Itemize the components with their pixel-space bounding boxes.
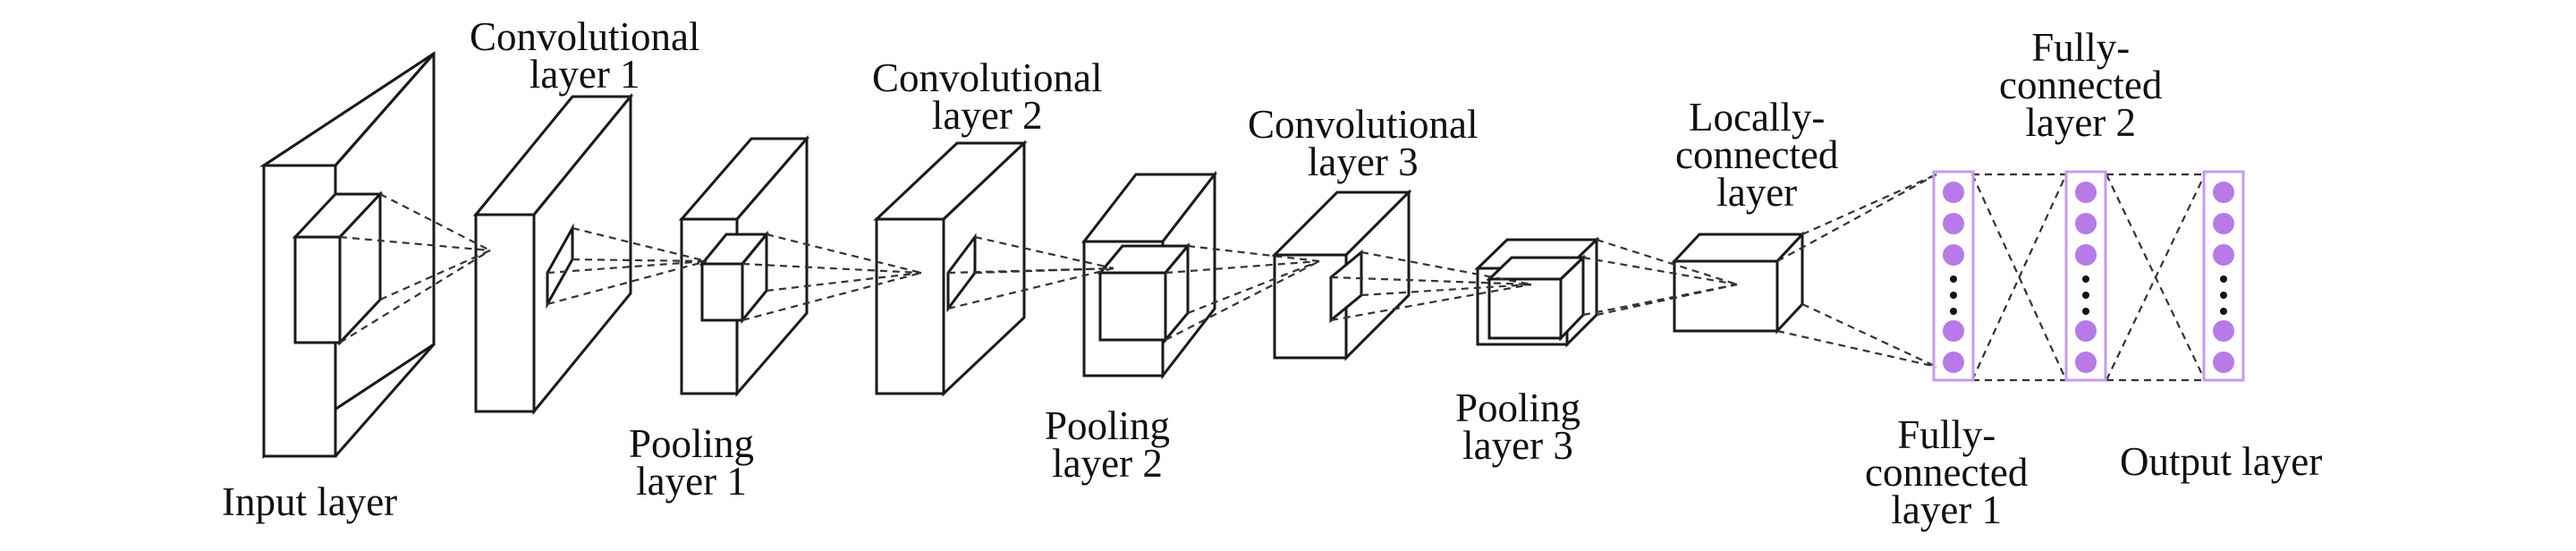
label-line: layer 3 (1307, 140, 1419, 184)
label-conv3: Convolutional layer 3 (1248, 102, 1479, 184)
label-line: Output layer (2120, 439, 2323, 484)
fc1-node (1943, 244, 1964, 266)
fc2-node (2075, 320, 2097, 342)
label-fc2: Fully- connected layer 2 (1999, 25, 2163, 145)
label-line: layer 3 (1462, 423, 1573, 468)
ellipsis-dot (1950, 292, 1957, 299)
output-node (2213, 244, 2234, 266)
label-pool3: Pooling layer 3 (1455, 386, 1581, 468)
label-line: layer 2 (1052, 441, 1163, 486)
output-node (2213, 352, 2234, 373)
label-locally-connected: Locally- connected layer (1675, 95, 1839, 215)
fc1-node (1943, 352, 1964, 373)
conv3-block (1271, 189, 1412, 361)
label-fc1: Fully- connected layer 1 (1865, 412, 2029, 532)
ellipsis-dot (2220, 292, 2227, 299)
label-line: layer 2 (2025, 100, 2137, 145)
label-line: Pooling (1045, 403, 1171, 448)
ellipsis-dot (2220, 276, 2227, 283)
label-line: layer 1 (1891, 487, 2003, 532)
label-line: Convolutional (1248, 102, 1479, 147)
label-line: layer 1 (529, 52, 640, 97)
conv2-block (873, 140, 1028, 397)
fc1-node (1943, 320, 1964, 342)
dashed-connections (339, 173, 2206, 382)
ellipsis-dot (1950, 308, 1957, 315)
output-node (2213, 320, 2234, 342)
output-node-column (2202, 170, 2245, 382)
label-line: Input layer (222, 479, 398, 524)
label-line: connected (1865, 450, 2029, 495)
label-line: layer 1 (636, 459, 747, 504)
fc2-node-column (2064, 170, 2107, 382)
ellipsis-dot (2082, 292, 2089, 299)
fc1-node-column (1932, 170, 1975, 382)
fc2-node (2075, 352, 2097, 373)
label-line: layer 2 (931, 93, 1043, 138)
label-pool2: Pooling layer 2 (1045, 403, 1171, 486)
fc2-node (2075, 213, 2097, 234)
fc2-node (2075, 182, 2097, 203)
label-conv1: Convolutional layer 1 (470, 14, 700, 97)
ellipsis-dot (2082, 308, 2089, 315)
label-input-layer: Input layer (222, 479, 398, 524)
label-conv2: Convolutional layer 2 (872, 55, 1103, 138)
pool3-block (1474, 236, 1600, 348)
label-line: Fully- (1897, 412, 1996, 457)
fc2-node (2075, 244, 2097, 266)
label-line: Convolutional (470, 14, 700, 59)
label-pool1: Pooling layer 1 (629, 421, 755, 504)
fc1-node (1943, 213, 1964, 234)
label-line: Pooling (1455, 386, 1581, 430)
label-line: connected (1999, 63, 2163, 107)
pool2-block (1080, 170, 1218, 380)
label-line: layer (1716, 170, 1798, 215)
label-output-layer: Output layer (2120, 439, 2323, 484)
fc1-node (1943, 182, 1964, 203)
locally-connected-block (1671, 231, 1806, 335)
output-node (2213, 182, 2234, 203)
ellipsis-dot (2082, 276, 2089, 283)
conv1-block (472, 92, 634, 416)
ellipsis-dot (1950, 276, 1957, 283)
label-line: Fully- (2031, 25, 2131, 70)
label-line: Convolutional (872, 55, 1103, 100)
label-line: Locally- (1688, 95, 1826, 140)
output-node (2213, 213, 2234, 234)
label-line: Pooling (629, 421, 755, 466)
label-line: connected (1675, 132, 1839, 177)
input-receptive-field (292, 191, 384, 346)
pool1-block (678, 134, 810, 398)
input-layer-block (258, 51, 436, 459)
ellipsis-dot (2220, 308, 2227, 315)
